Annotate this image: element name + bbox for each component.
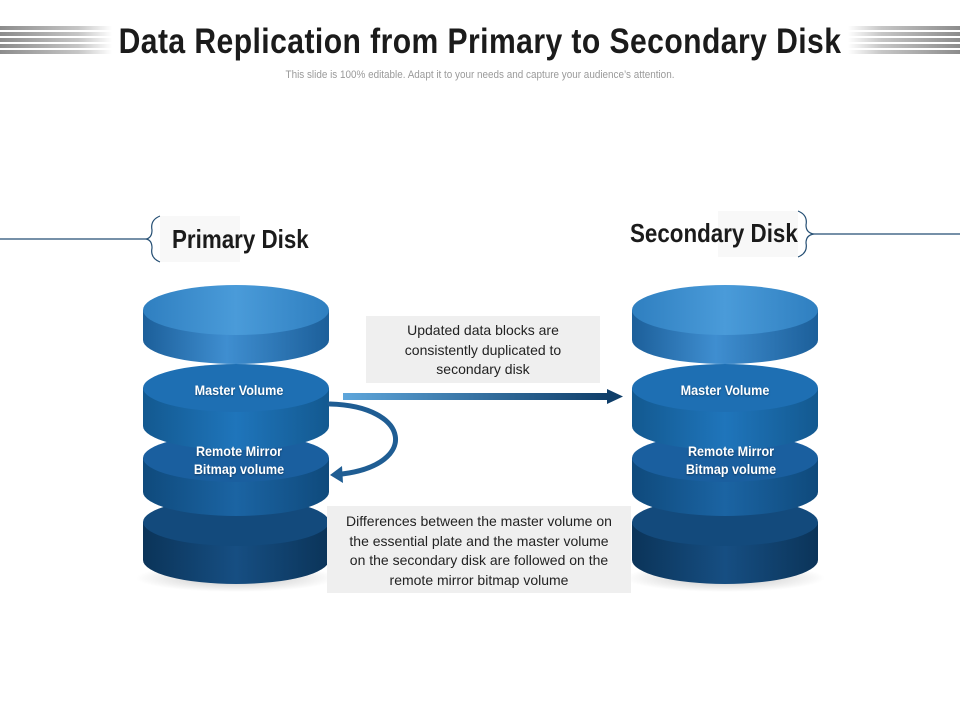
replication-arrow bbox=[343, 389, 623, 404]
primary-remote-mirror-label: Remote Mirror Bitmap volume bbox=[155, 442, 322, 478]
replication-note-line: consistently duplicated to bbox=[404, 341, 562, 358]
secondary-label-backdrop bbox=[718, 211, 798, 257]
title-stripes-left bbox=[0, 26, 112, 54]
replication-note-line: secondary disk bbox=[436, 361, 530, 377]
secondary-disk-label: Secondary Disk bbox=[630, 218, 798, 248]
differences-note: Differences between the master volume on… bbox=[327, 506, 631, 593]
primary-master-volume-label: Master Volume bbox=[194, 382, 284, 398]
secondary-master-volume-label: Master Volume bbox=[680, 382, 770, 398]
replication-note-line: Updated data blocks are bbox=[407, 322, 559, 338]
replication-note: Updated data blocks are consistently dup… bbox=[366, 316, 600, 383]
secondary-remote-mirror-line1: Remote Mirror bbox=[687, 443, 775, 459]
primary-remote-mirror-line2: Bitmap volume bbox=[193, 461, 285, 477]
bitmap-curved-arrow bbox=[327, 401, 399, 483]
differences-note-line: remote mirror bitmap volume bbox=[389, 571, 569, 588]
title-bar: Data Replication from Primary to Seconda… bbox=[0, 18, 960, 66]
secondary-label-connector bbox=[797, 210, 960, 258]
primary-label-backdrop bbox=[160, 216, 240, 262]
primary-remote-mirror-line1: Remote Mirror bbox=[195, 443, 283, 459]
primary-label-connector bbox=[0, 215, 161, 263]
secondary-remote-mirror-line2: Bitmap volume bbox=[685, 461, 777, 477]
differences-note-line: the essential plate and the master volum… bbox=[349, 532, 609, 549]
title-stripes-right bbox=[848, 26, 960, 54]
secondary-remote-mirror-label: Remote Mirror Bitmap volume bbox=[647, 442, 814, 478]
secondary-disk-stack bbox=[625, 285, 825, 592]
slide-title: Data Replication from Primary to Seconda… bbox=[118, 22, 842, 61]
primary-disk-label: Primary Disk bbox=[172, 224, 309, 254]
differences-note-line: on the secondary disk are followed on th… bbox=[349, 552, 609, 568]
differences-note-line: Differences between the master volume on bbox=[346, 513, 612, 529]
slide-subtitle: This slide is 100% editable. Adapt it to… bbox=[285, 69, 675, 81]
primary-disk-stack bbox=[136, 285, 336, 592]
